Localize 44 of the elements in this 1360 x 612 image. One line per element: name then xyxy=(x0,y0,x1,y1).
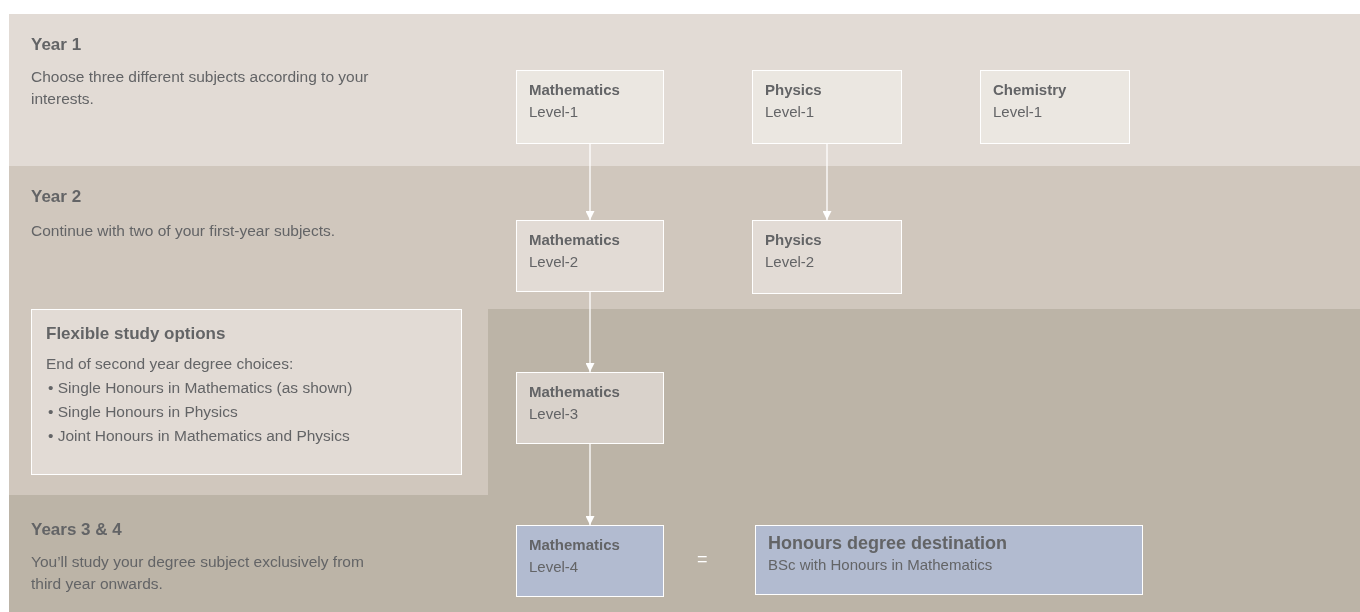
level-label: BSc with Honours in Mathematics xyxy=(768,555,994,575)
level-label: Level-3 xyxy=(529,404,580,424)
year-description: You’ll study your degree subject exclusively from third year onwards. xyxy=(31,552,365,594)
course-box xyxy=(516,220,664,292)
arrow xyxy=(585,291,595,373)
list-item: • Single Honours in Mathematics (as shown) xyxy=(47,378,354,398)
year-heading: Year 1 xyxy=(31,34,82,56)
list-item: • Joint Honours in Mathematics and Physics xyxy=(47,426,351,446)
year-band xyxy=(9,166,1360,309)
year-description: Choose three different subjects according to your interests. xyxy=(31,67,370,109)
course-box xyxy=(516,525,664,597)
year-band xyxy=(9,14,1360,166)
level-label: Level-2 xyxy=(765,252,816,272)
subject-name: Physics xyxy=(765,230,823,250)
level-label: Level-1 xyxy=(765,102,816,122)
level-label: Level-2 xyxy=(529,252,580,272)
subject-name: Chemistry xyxy=(993,80,1068,100)
course-box xyxy=(516,372,664,444)
year-description: Continue with two of your first-year subjects. xyxy=(31,221,336,241)
list-item: • Single Honours in Physics xyxy=(47,402,239,422)
subject-name: Mathematics xyxy=(529,535,621,555)
course-box xyxy=(752,70,902,144)
subject-name: Mathematics xyxy=(529,230,621,250)
course-box xyxy=(980,70,1130,144)
level-label: Level-1 xyxy=(529,102,580,122)
level-label: Level-4 xyxy=(529,557,580,577)
subject-name: Mathematics xyxy=(529,382,621,402)
year-heading: Year 2 xyxy=(31,186,82,208)
arrow xyxy=(585,143,595,221)
info-panel xyxy=(31,309,462,475)
subject-name: Honours degree destination xyxy=(768,532,1009,554)
panel-heading: Flexible study options xyxy=(46,323,227,345)
course-box xyxy=(752,220,902,294)
subject-name: Mathematics xyxy=(529,80,621,100)
year-band xyxy=(9,495,1360,612)
arrow xyxy=(822,143,832,221)
arrow xyxy=(585,443,595,526)
subject-name: Physics xyxy=(765,80,823,100)
course-box xyxy=(755,525,1143,595)
level-label: Level-1 xyxy=(993,102,1044,122)
course-box xyxy=(516,70,664,144)
equals-sign: = xyxy=(697,549,708,570)
year-heading: Years 3 & 4 xyxy=(31,519,122,541)
panel-text: End of second year degree choices: xyxy=(46,354,295,374)
